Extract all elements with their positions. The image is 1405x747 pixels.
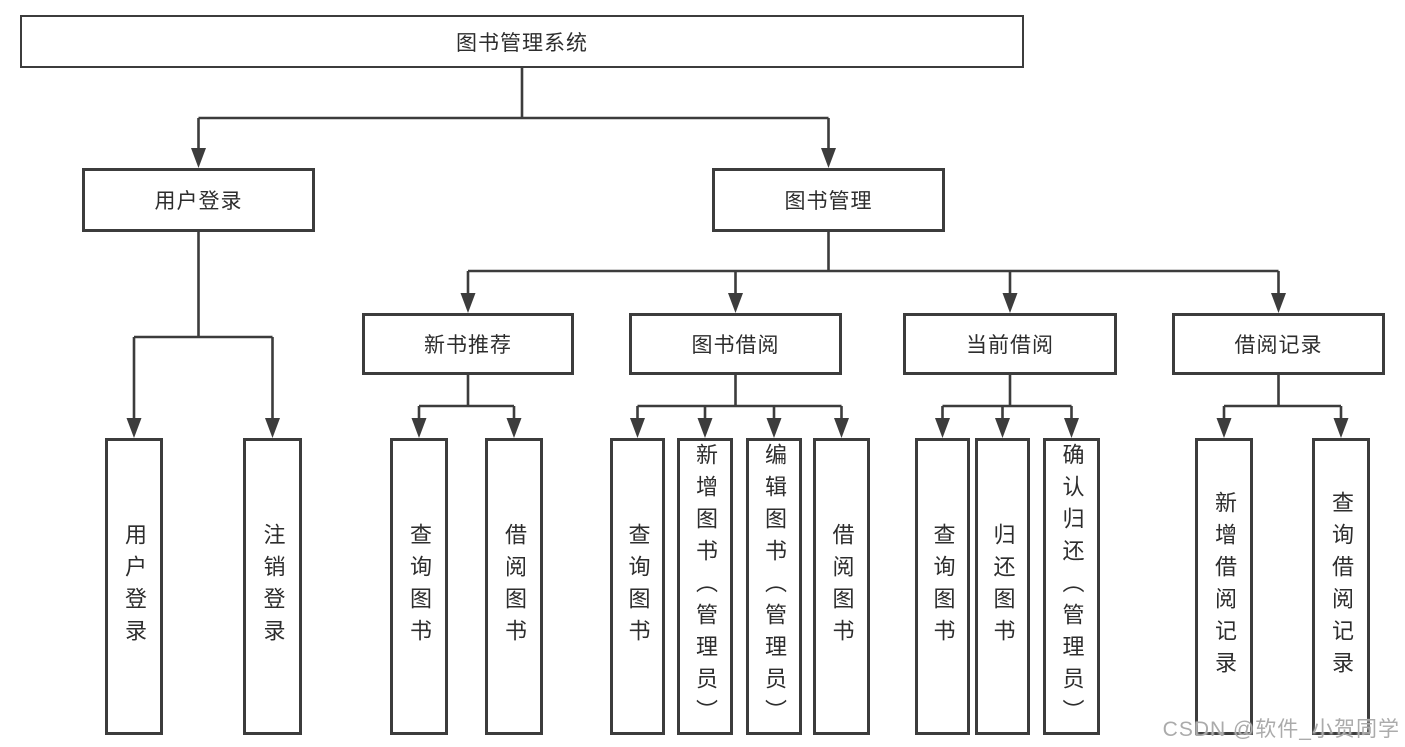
node-book-management: 图书管理: [712, 168, 945, 232]
leaf-user-login-label: 用户登录: [122, 522, 147, 651]
leaf-bb-edit-book-admin-label: 编辑图书（管理员）: [762, 442, 787, 731]
leaf-logout: 注销登录: [243, 438, 302, 735]
leaf-nbr-borrow-books-label: 借阅图书: [502, 522, 527, 651]
leaf-cb-confirm-return-admin-label: 确认归还（管理员）: [1059, 442, 1085, 731]
leaf-cb-query-books-label: 查询图书: [930, 522, 956, 651]
leaf-logout-label: 注销登录: [260, 522, 286, 651]
leaf-br-query-record: 查询借阅记录: [1312, 438, 1370, 735]
node-new-book-recommend-label: 新书推荐: [424, 334, 512, 357]
leaf-bb-query-books: 查询图书: [610, 438, 665, 735]
leaf-nbr-query-books-label: 查询图书: [407, 522, 432, 651]
leaf-cb-confirm-return-admin: 确认归还（管理员）: [1043, 438, 1100, 735]
leaf-user-login: 用户登录: [105, 438, 163, 735]
csdn-watermark: CSDN @软件_小贺同学: [1162, 718, 1400, 741]
node-current-borrowing: 当前借阅: [903, 313, 1117, 375]
node-user-login-label: 用户登录: [154, 190, 243, 213]
leaf-nbr-query-books: 查询图书: [390, 438, 448, 735]
leaf-bb-borrow-books-label: 借阅图书: [829, 522, 855, 651]
node-book-management-label: 图书管理: [784, 190, 873, 213]
leaf-br-add-record: 新增借阅记录: [1195, 438, 1253, 735]
node-root-label: 图书管理系统: [456, 31, 588, 55]
node-new-book-recommend: 新书推荐: [362, 313, 574, 375]
leaf-br-add-record-label: 新增借阅记录: [1212, 490, 1237, 683]
node-borrowing-records: 借阅记录: [1172, 313, 1385, 375]
leaf-br-query-record-label: 查询借阅记录: [1329, 490, 1354, 683]
node-root: 图书管理系统: [20, 15, 1024, 68]
leaf-cb-return-books: 归还图书: [975, 438, 1030, 735]
leaf-bb-query-books-label: 查询图书: [625, 522, 651, 651]
node-book-borrowing: 图书借阅: [629, 313, 842, 375]
leaf-bb-add-book-admin: 新增图书（管理员）: [677, 438, 733, 735]
node-user-login: 用户登录: [82, 168, 315, 232]
node-borrowing-records-label: 借阅记录: [1234, 334, 1323, 357]
node-current-borrowing-label: 当前借阅: [966, 334, 1054, 357]
arrowheads: [126, 148, 1349, 438]
leaf-cb-query-books: 查询图书: [915, 438, 970, 735]
leaf-bb-edit-book-admin: 编辑图书（管理员）: [746, 438, 802, 735]
leaf-bb-add-book-admin-label: 新增图书（管理员）: [693, 442, 718, 731]
connector-path: [132, 68, 1343, 420]
leaf-cb-return-books-label: 归还图书: [990, 522, 1016, 651]
leaf-nbr-borrow-books: 借阅图书: [485, 438, 543, 735]
leaf-bb-borrow-books: 借阅图书: [813, 438, 870, 735]
node-book-borrowing-label: 图书借阅: [691, 334, 780, 357]
